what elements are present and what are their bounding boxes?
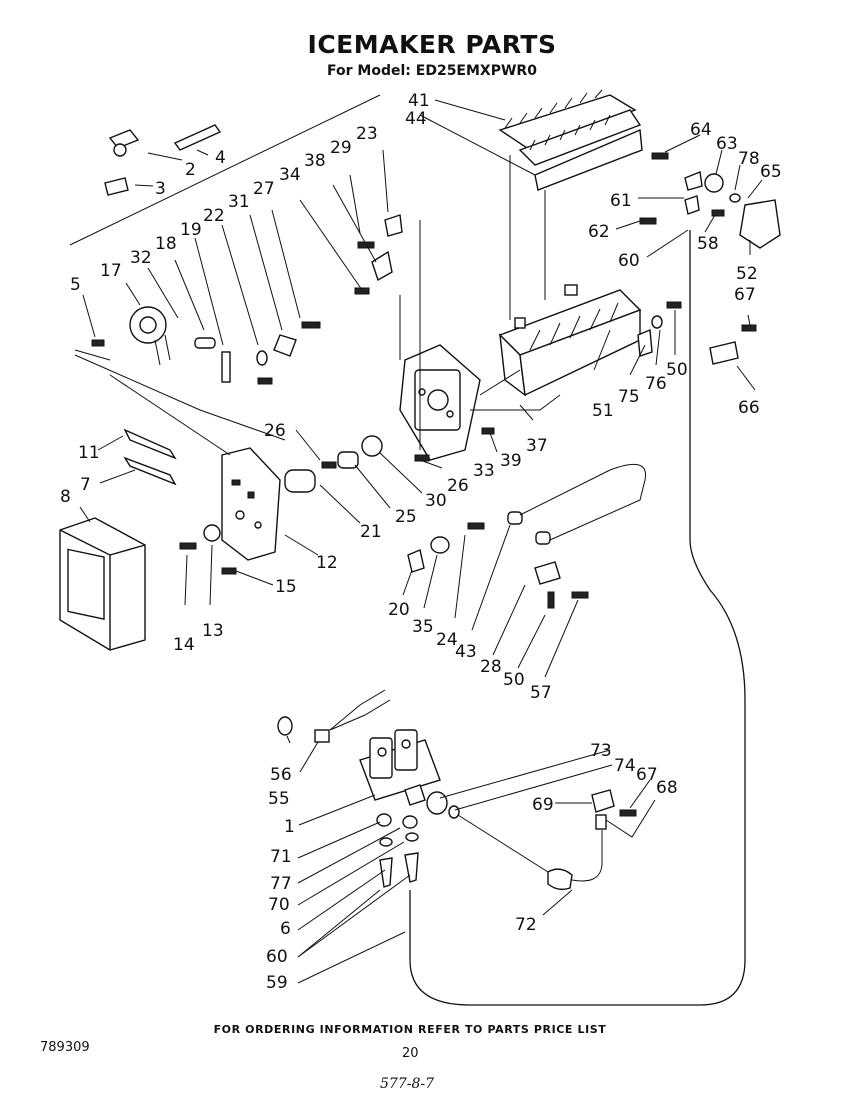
callout-2: 2 bbox=[185, 160, 196, 180]
callout-24: 24 bbox=[436, 630, 458, 650]
callout-22: 22 bbox=[203, 206, 225, 226]
callout-41: 41 bbox=[408, 91, 430, 111]
callout-73: 73 bbox=[590, 741, 612, 761]
callout-12: 12 bbox=[316, 553, 338, 573]
callout-26a: 26 bbox=[264, 421, 286, 441]
callout-11: 11 bbox=[78, 443, 100, 463]
callout-71: 71 bbox=[270, 847, 292, 867]
callout-62: 62 bbox=[588, 222, 610, 242]
callout-1: 1 bbox=[284, 817, 295, 837]
callout-43: 43 bbox=[455, 642, 477, 662]
callout-63: 63 bbox=[716, 134, 738, 154]
callout-3: 3 bbox=[155, 179, 166, 199]
callout-30: 30 bbox=[425, 491, 447, 511]
callout-65: 65 bbox=[760, 162, 782, 182]
valve-fittings bbox=[376, 789, 637, 891]
guide-lines bbox=[509, 155, 546, 320]
callout-8: 8 bbox=[60, 487, 71, 507]
guide-lines-2 bbox=[399, 220, 421, 450]
callout-6: 6 bbox=[280, 919, 291, 939]
callout-14: 14 bbox=[173, 635, 195, 655]
separator-line bbox=[69, 94, 381, 246]
mounting-plate bbox=[221, 447, 281, 561]
callout-77: 77 bbox=[270, 874, 292, 894]
callout-15: 15 bbox=[275, 577, 297, 597]
leader-lines bbox=[79, 99, 763, 984]
page-title: ICEMAKER PARTS bbox=[307, 30, 557, 59]
callout-19: 19 bbox=[180, 220, 202, 240]
callout-66: 66 bbox=[738, 398, 760, 418]
callout-64: 64 bbox=[690, 120, 712, 140]
callout-68: 68 bbox=[656, 778, 678, 798]
handwritten-mark: 577-8-7 bbox=[380, 1076, 434, 1092]
document-number: 789309 bbox=[40, 1040, 90, 1055]
model-subtitle: For Model: ED25EMXPWR0 bbox=[327, 63, 537, 79]
callout-27: 27 bbox=[253, 179, 275, 199]
callout-29: 29 bbox=[330, 138, 352, 158]
callout-25: 25 bbox=[395, 507, 417, 527]
callout-57: 57 bbox=[530, 683, 552, 703]
callout-21: 21 bbox=[360, 522, 382, 542]
callout-labels: 2 4 3 5 17 32 18 19 22 31 27 34 38 29 23… bbox=[60, 91, 782, 993]
callout-72: 72 bbox=[515, 915, 537, 935]
callout-51: 51 bbox=[592, 401, 614, 421]
callout-18: 18 bbox=[155, 234, 177, 254]
callout-38: 38 bbox=[304, 151, 326, 171]
callout-33: 33 bbox=[473, 461, 495, 481]
callout-55: 55 bbox=[268, 789, 290, 809]
callout-67a: 67 bbox=[734, 285, 756, 305]
callout-58: 58 bbox=[697, 234, 719, 254]
ice-mold bbox=[498, 284, 642, 397]
callout-5: 5 bbox=[70, 275, 81, 295]
callout-28: 28 bbox=[480, 657, 502, 677]
callout-31: 31 bbox=[228, 192, 250, 212]
callout-13: 13 bbox=[202, 621, 224, 641]
page-number: 20 bbox=[402, 1046, 419, 1061]
callout-20: 20 bbox=[388, 600, 410, 620]
callout-59: 59 bbox=[266, 973, 288, 993]
callout-50b: 50 bbox=[666, 360, 688, 380]
callout-61: 61 bbox=[610, 191, 632, 211]
callout-74: 74 bbox=[614, 756, 636, 776]
callout-50a: 50 bbox=[503, 670, 525, 690]
ordering-information-note: FOR ORDERING INFORMATION REFER TO PARTS … bbox=[213, 1023, 607, 1036]
motor bbox=[129, 306, 171, 366]
wire-harness-lines bbox=[74, 354, 286, 456]
callout-34: 34 bbox=[279, 165, 301, 185]
callout-26b: 26 bbox=[447, 476, 469, 496]
callout-76: 76 bbox=[645, 374, 667, 394]
callout-56: 56 bbox=[270, 765, 292, 785]
callout-60a: 60 bbox=[618, 251, 640, 271]
water-valve bbox=[277, 689, 441, 806]
ice-stripper-assembly bbox=[498, 89, 643, 191]
callout-70: 70 bbox=[268, 895, 290, 915]
callout-7: 7 bbox=[80, 475, 91, 495]
callout-32: 32 bbox=[130, 248, 152, 268]
callout-60b: 60 bbox=[266, 947, 288, 967]
callout-69: 69 bbox=[532, 795, 554, 815]
callout-17: 17 bbox=[100, 261, 122, 281]
callout-78: 78 bbox=[738, 149, 760, 169]
callout-67b: 67 bbox=[636, 765, 658, 785]
callout-44: 44 bbox=[405, 109, 427, 129]
front-cover bbox=[59, 517, 146, 651]
water-fill-tube bbox=[409, 230, 746, 1006]
callout-23: 23 bbox=[356, 124, 378, 144]
callout-52: 52 bbox=[736, 264, 758, 284]
callout-4: 4 bbox=[215, 148, 226, 168]
wire-line bbox=[74, 349, 111, 361]
heater-element bbox=[519, 463, 647, 541]
callout-35: 35 bbox=[412, 617, 434, 637]
callout-37: 37 bbox=[526, 436, 548, 456]
callout-75: 75 bbox=[618, 387, 640, 407]
callout-39: 39 bbox=[500, 451, 522, 471]
